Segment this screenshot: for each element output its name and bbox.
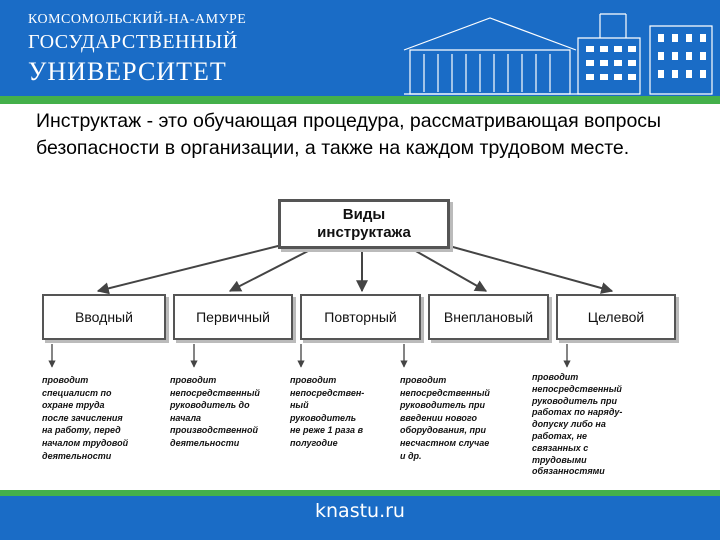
header-accent-line [0, 96, 720, 104]
desc-line: трудовыми [532, 454, 587, 465]
desc-line: и др. [400, 450, 422, 461]
desc-line: руководитель [290, 412, 357, 423]
desc-line: непосредственный [400, 387, 490, 398]
website-url: knastu.ru [315, 500, 405, 522]
desc-line: проводит [170, 375, 217, 385]
desc-line: несчастном случае [400, 437, 490, 448]
desc-line: производственной [170, 425, 258, 436]
type-label-pervichny: Первичный [196, 309, 270, 325]
desc-line: непосредственный [170, 387, 260, 398]
instruction-definition-text: Инструктаж - это обучающая процедура, ра… [36, 110, 662, 159]
desc-line: руководитель при [532, 395, 618, 406]
desc-line: на работу, перед [42, 425, 121, 436]
desc-pervichny: проводит непосредственный руководитель д… [170, 374, 288, 450]
desc-line: допуску либо на [532, 419, 606, 430]
desc-line: непосредствен- [290, 387, 365, 398]
arrow-root-to-pervichny [228, 249, 311, 292]
desc-line: непосредственный [532, 383, 622, 394]
root-node: Виды инструктажа [278, 199, 450, 249]
type-label-povtorny: Повторный [324, 309, 397, 325]
university-building-icon [403, 13, 713, 95]
desc-line: работах по наряду- [532, 407, 623, 418]
desc-line: деятельности [170, 437, 240, 448]
desc-line: охране труда [42, 400, 105, 411]
desc-line: введении нового [400, 412, 477, 423]
instruction-types-diagram: Виды инструктажа Вводный Первичный Повто… [42, 194, 678, 492]
type-label-tselevoy: Целевой [587, 309, 645, 325]
desc-line: проводит [290, 375, 337, 385]
university-name-line1: КОМСОМОЛЬСКИЙ-НА-АМУРЕ [28, 12, 247, 27]
type-label-vvodny: Вводный [75, 309, 133, 325]
desc-tselevoy: проводит непосредственный руководитель п… [532, 372, 662, 478]
footer-banner [0, 490, 720, 540]
university-name-line3: УНИВЕРСИТЕТ [28, 57, 227, 86]
desc-line: после зачисления [42, 412, 123, 423]
root-label-line2: инструктажа [317, 224, 411, 241]
type-label-vneplanovy: Внеплановый [443, 309, 534, 325]
desc-line: начала [170, 412, 202, 423]
footer-accent-line [0, 490, 720, 496]
desc-line: ный [290, 400, 309, 411]
type-node-povtorny: Повторный [300, 294, 421, 340]
diagram-arrows [48, 243, 614, 368]
desc-line: полугодие [290, 437, 338, 448]
arrow-root-to-vvodny [96, 243, 287, 295]
desc-line: не реже 1 раза в [290, 425, 364, 436]
type-node-tselevoy: Целевой [556, 294, 676, 340]
desc-line: оборудования, при [400, 425, 486, 436]
desc-povtorny: проводит непосредствен- ный руководитель… [290, 374, 396, 450]
desc-line: деятельности [42, 450, 112, 461]
desc-line: обязанностями [532, 466, 605, 477]
desc-line: началом трудовой [42, 437, 129, 448]
desc-line: проводит [42, 375, 89, 385]
type-node-vneplanovy: Внеплановый [428, 294, 549, 340]
arrow-root-to-tselevoy [441, 243, 614, 294]
arrow-root-to-vneplanovy [413, 249, 488, 292]
desc-vneplanovy: проводит непосредственный руководитель п… [400, 374, 528, 462]
desc-line: работах, не [532, 430, 588, 441]
desc-line: руководитель до [170, 400, 250, 411]
desc-line: проводит [532, 372, 579, 382]
desc-vvodny: проводит специалист по охране труда посл… [42, 374, 170, 462]
type-node-pervichny: Первичный [173, 294, 293, 340]
root-label-line1: Виды [342, 206, 386, 223]
desc-line: специалист по [42, 387, 112, 398]
desc-line: руководитель при [400, 400, 486, 411]
type-node-vvodny: Вводный [42, 294, 166, 340]
university-name-line2: ГОСУДАРСТВЕННЫЙ [28, 31, 238, 53]
desc-line: связанных с [532, 442, 589, 453]
desc-line: проводит [400, 375, 447, 385]
